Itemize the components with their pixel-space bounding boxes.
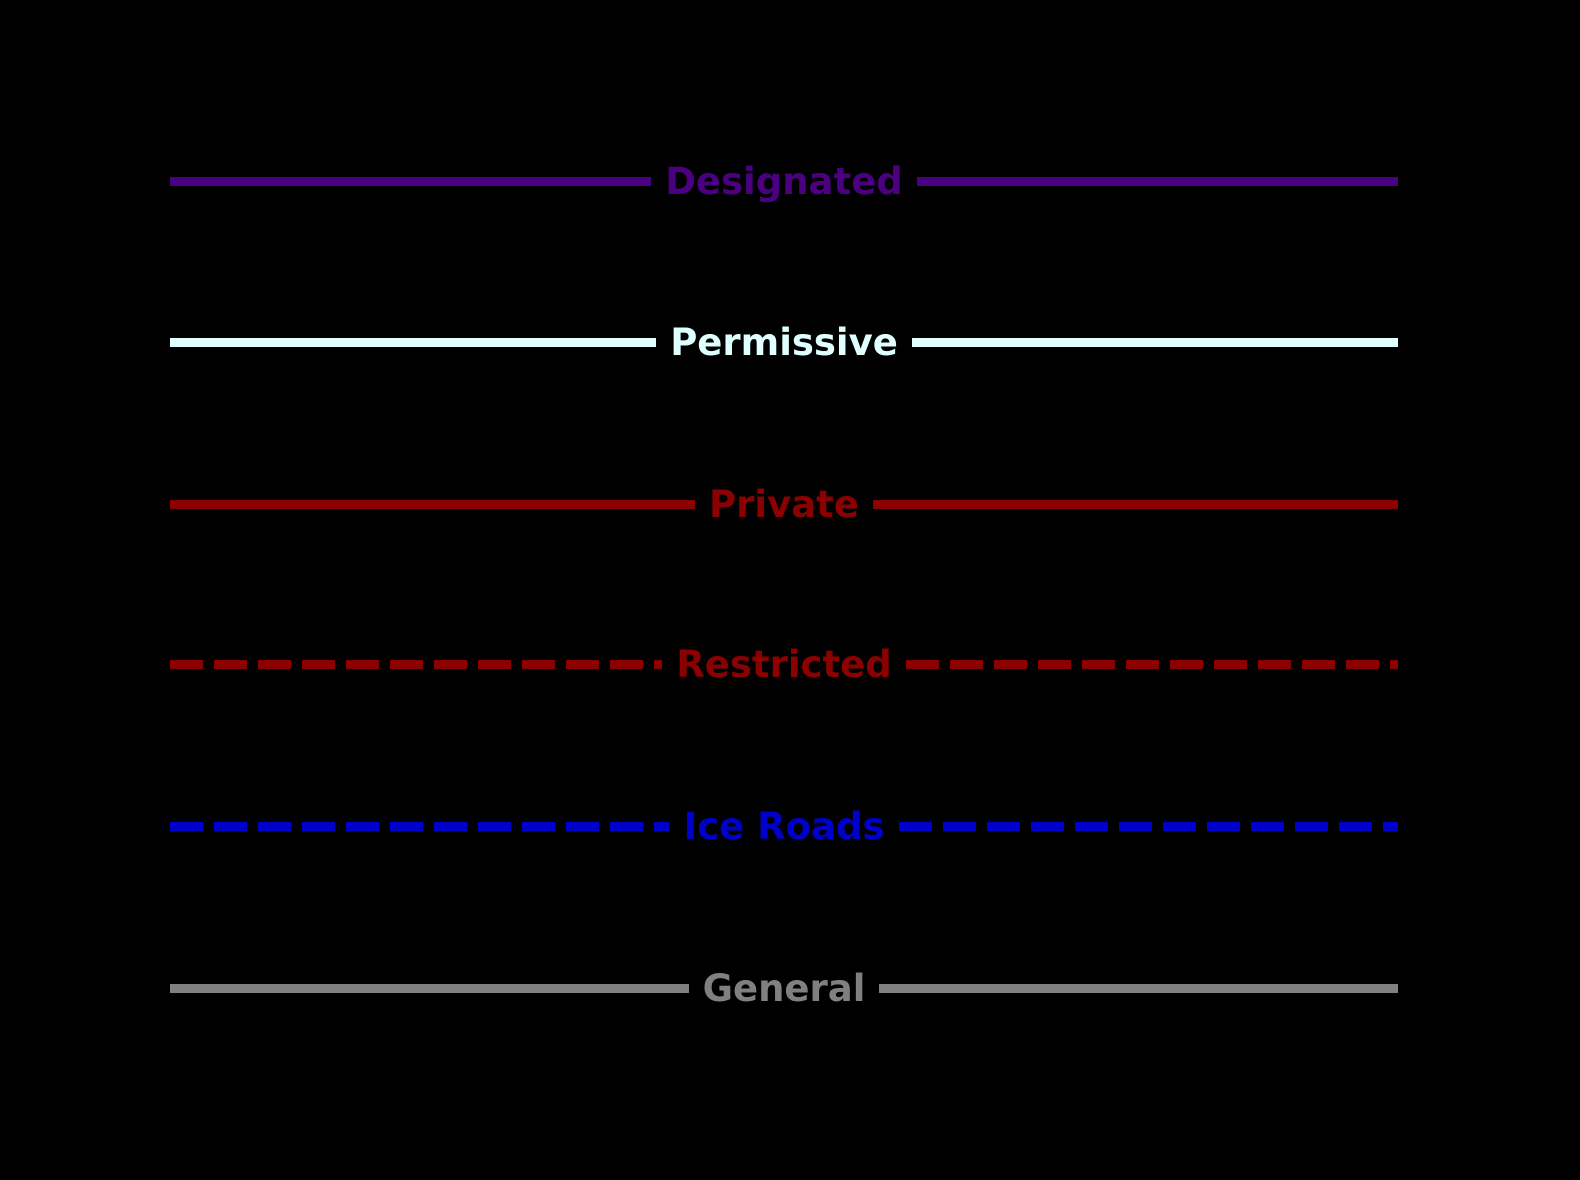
legend-line-right-restricted [905,659,1398,669]
legend-line-right-designated [916,176,1399,186]
legend-row-general: General [170,958,1399,1018]
legend-line-left-permissive [170,337,657,347]
legend-row-designated: Designated [170,151,1399,211]
legend-line-left-ice-roads [170,821,670,831]
legend-label-ice-roads: Ice Roads [683,804,885,848]
legend-row-permissive: Permissive [170,312,1399,372]
legend-row-restricted: Restricted [170,634,1398,694]
legend-line-left-general [170,983,689,993]
legend-line-right-general [879,983,1399,993]
legend-label-designated: Designated [665,159,903,203]
legend-row-ice-roads: Ice Roads [170,796,1398,856]
legend-label-private: Private [709,482,859,526]
legend-line-right-private [872,499,1399,509]
legend-line-right-ice-roads [898,821,1398,831]
legend-label-permissive: Permissive [670,320,898,364]
legend-line-left-private [170,499,696,509]
legend-line-right-permissive [911,337,1399,347]
legend-line-left-restricted [170,659,663,669]
legend-label-restricted: Restricted [676,642,892,686]
legend-line-left-designated [170,176,652,186]
legend-row-private: Private [170,474,1399,534]
legend-label-general: General [702,966,866,1010]
